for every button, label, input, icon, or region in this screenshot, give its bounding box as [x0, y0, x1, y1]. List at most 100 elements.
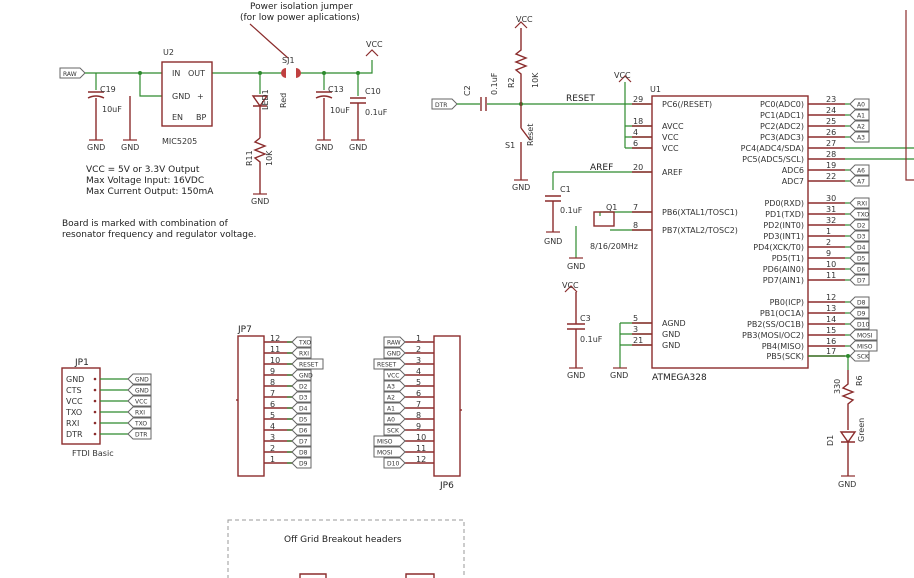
- jp6-pin-number: 11: [416, 444, 426, 453]
- r2-symbol: [514, 28, 528, 104]
- jp7-net-flag-label: D3: [299, 395, 308, 402]
- c2-symbol: [480, 97, 487, 111]
- raw-label: RAW: [63, 71, 77, 78]
- sheet-frame: [905, 10, 914, 181]
- sj1-half-left: [281, 68, 286, 78]
- jp6-pin-number: 9: [416, 422, 421, 431]
- u1-net-flag-label: D2: [857, 223, 866, 230]
- c1-ref: C1: [560, 185, 571, 194]
- u1-pin-name: PD6(AIN0): [763, 265, 804, 274]
- jp6-section: JP6 1RAW2GND3RESET4VCC5A36A27A18A09SCK10…: [373, 334, 462, 491]
- u1-pin-number: 32: [826, 216, 836, 225]
- jp1-net-flag-label: RXI: [135, 410, 145, 417]
- dtr-flag: [431, 98, 458, 110]
- r6-ref: R6: [855, 375, 864, 386]
- u1-net-flag-label: D9: [857, 311, 866, 318]
- jp7-net-flag-label: RXI: [299, 351, 309, 358]
- jp6-net-flag-label: SCK: [387, 428, 400, 435]
- jp6-net-flag-label: A0: [387, 417, 395, 424]
- power-section: Power isolation jumper (for low power ap…: [59, 2, 388, 240]
- jp6-pin-number: 2: [416, 345, 421, 354]
- u1-pin-number: 22: [826, 172, 836, 181]
- reset-net-label: RESET: [566, 94, 595, 104]
- u1-pin-name: PD0(RXD): [764, 199, 804, 208]
- jp1-pin-name: RXI: [66, 419, 79, 428]
- sj1-half-right: [296, 68, 301, 78]
- u1-ref: U1: [650, 85, 661, 94]
- jp6-net-flag-label: MISO: [377, 439, 393, 446]
- u1-pin-number: 2: [826, 238, 831, 247]
- r6-symbol: [841, 370, 855, 430]
- vcc-label: VCC: [562, 281, 579, 290]
- led1-color: Red: [279, 93, 288, 108]
- u1-pin-name: VCC: [662, 144, 679, 153]
- u1-pin-number: 7: [633, 203, 638, 212]
- jp6-net-flag-label: A3: [387, 384, 395, 391]
- jp7-pin-number: 4: [270, 422, 275, 431]
- u1-pin-number: 20: [633, 163, 643, 172]
- u1-right-pins: PC0(ADC0)23A0PC1(ADC1)24A1PC2(ADC2)25A2P…: [741, 95, 914, 362]
- u1-pin-name: PB6(XTAL1/TOSC1): [662, 208, 738, 217]
- u1-pin-name: PC2(ADC2): [760, 122, 804, 131]
- u2-in: IN: [172, 69, 180, 78]
- u1-net-flag-label: A0: [857, 102, 865, 109]
- u2-gnd: GND: [172, 92, 190, 101]
- jp7-net-flag: [291, 358, 324, 370]
- jp6-net-flag: [383, 413, 406, 425]
- u1-net-flag: [849, 219, 870, 231]
- u1-pin-number: 27: [826, 139, 836, 148]
- vcc-arrow: [564, 285, 578, 293]
- jp1-pin-name: VCC: [66, 397, 83, 406]
- u2-en: EN: [172, 113, 183, 122]
- vcc-arrow: [514, 21, 528, 29]
- u1-net-flag-label: D6: [857, 267, 866, 274]
- u1-net-flag: [849, 340, 878, 352]
- sj1-ref: SJ1: [282, 56, 295, 65]
- xtal-wire: [575, 211, 652, 258]
- u1-left-pins: 29PC6(/RESET)18AVCC4VCC6VCC20AREF7PB6(XT…: [632, 95, 738, 350]
- c3-value: 0.1uF: [580, 335, 603, 344]
- gnd-label: GND: [610, 371, 628, 380]
- jp7-pin-number: 11: [270, 345, 280, 354]
- u1-pin-number: 12: [826, 293, 836, 302]
- c13-symbol: [315, 91, 333, 140]
- r2-ref: R2: [507, 77, 516, 88]
- jumper-note-pointer: [249, 23, 289, 59]
- u1-pin-number: 17: [826, 347, 836, 356]
- u1-pin-number: 31: [826, 205, 836, 214]
- c13-ref: C13: [328, 85, 344, 94]
- c10-value: 0.1uF: [365, 108, 388, 117]
- u1-pin-name: PB7(XTAL2/TOSC2): [662, 226, 738, 235]
- jp6-net-flag: [383, 336, 406, 348]
- u1-part: ATMEGA328: [652, 373, 707, 383]
- jp1-net-flag-label: GND: [135, 377, 149, 384]
- u1-net-flag: [849, 208, 870, 220]
- q1-value: 8/16/20MHz: [590, 242, 638, 251]
- u1-pin-name: PD5(T1): [772, 254, 804, 263]
- s1-symbol: [520, 104, 531, 180]
- jp6-pin-number: 7: [416, 400, 421, 409]
- jp6-pin-number: 4: [416, 367, 421, 376]
- jp1-pin-dot: [93, 377, 97, 381]
- gnd-label: GND: [121, 143, 139, 152]
- jp1-net-flag: [127, 406, 152, 418]
- u1-pin-name: AREF: [662, 168, 683, 177]
- led1-ref: LED1: [261, 89, 270, 110]
- jp7-net-flag: [291, 413, 312, 425]
- jp1-pin-dot: [93, 388, 97, 392]
- u1-pin-name: PD7(AIN1): [763, 276, 804, 285]
- jp1-net-flag: [127, 428, 152, 440]
- u1-pin-name: PB0(ICP): [770, 298, 804, 307]
- u1-pin-number: 23: [826, 95, 836, 104]
- u1-net-flag: [849, 164, 870, 176]
- jp6-net-flag-label: A2: [387, 395, 395, 402]
- jp6-net-flag: [383, 380, 406, 392]
- u1-pin-name: PD2(INT0): [763, 221, 804, 230]
- u1-pin-number: 18: [633, 117, 643, 126]
- gnd-label: GND: [349, 143, 367, 152]
- u1-pin-name: PD4(XCK/T0): [753, 243, 804, 252]
- jp7-net-flag: [291, 391, 312, 403]
- jp6-net-flag: [383, 347, 406, 359]
